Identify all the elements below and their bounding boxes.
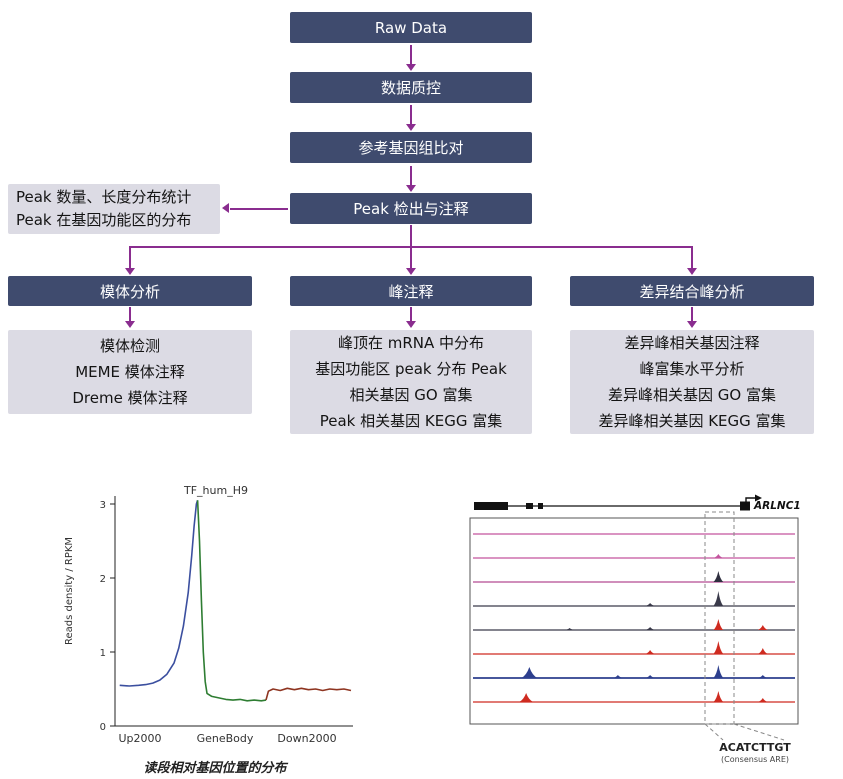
flow-arrow xyxy=(230,208,288,210)
coverage-peak xyxy=(612,675,623,678)
flow-arrowhead xyxy=(125,321,135,328)
branch-header-motif: 模体分析 xyxy=(8,276,252,306)
list-item: 峰富集水平分析 xyxy=(639,360,745,378)
flow-arrow xyxy=(410,45,412,64)
gene-exon xyxy=(538,503,543,509)
gene-exon xyxy=(474,502,508,510)
list-item: 模体检测 xyxy=(99,337,160,355)
flow-arrowhead xyxy=(406,64,416,71)
y-tick: 3 xyxy=(100,500,106,511)
flow-arrow xyxy=(410,307,412,322)
list-item: 差异峰相关基因 GO 富集 xyxy=(608,386,776,404)
x-region-label: Down2000 xyxy=(277,732,336,745)
branch-header-diff-binding: 差异结合峰分析 xyxy=(570,276,814,306)
flow-arrow xyxy=(129,307,131,322)
list-item: Dreme 模体注释 xyxy=(72,389,188,407)
coverage-peak xyxy=(757,675,768,678)
coverage-peak xyxy=(564,628,575,630)
list-item: Peak 相关基因 KEGG 富集 xyxy=(319,412,503,430)
y-tick: 0 xyxy=(100,722,106,733)
flow-arrowhead xyxy=(125,268,135,275)
chart-title: TF_hum_H9 xyxy=(183,484,248,497)
flow-step-peak-calling: Peak 检出与注释 xyxy=(290,193,532,224)
coverage-peak xyxy=(713,691,724,702)
flow-step-alignment: 参考基因组比对 xyxy=(290,132,532,163)
coverage-peak xyxy=(757,698,768,702)
y-tick: 1 xyxy=(100,648,106,659)
list-item: 相关基因 GO 富集 xyxy=(349,386,473,404)
coverage-peak xyxy=(713,591,724,606)
highlight-leader-line xyxy=(704,723,724,741)
series-Down2000 xyxy=(265,687,352,701)
coverage-peak xyxy=(713,554,724,558)
flow-arrowhead xyxy=(406,321,416,328)
coverage-peak xyxy=(519,693,534,702)
y-tick: 2 xyxy=(100,574,106,585)
flow-arrowhead xyxy=(406,268,416,275)
coverage-peak xyxy=(713,619,724,630)
motif-sequence-label: ACATCTTGT xyxy=(719,741,791,754)
note-line: Peak 数量、长度分布统计 xyxy=(16,188,192,206)
peak-annotation-list: 峰顶在 mRNA 中分布 基因功能区 peak 分布 Peak 相关基因 GO … xyxy=(290,330,532,434)
coverage-peak xyxy=(713,641,724,654)
browser-frame xyxy=(469,517,799,725)
list-item: 差异峰相关基因注释 xyxy=(624,334,760,352)
gene-exon xyxy=(740,501,750,511)
coverage-peak xyxy=(645,603,656,606)
coverage-peak xyxy=(645,650,656,654)
list-item: 差异峰相关基因 KEGG 富集 xyxy=(598,412,786,430)
flow-arrowhead xyxy=(222,203,229,213)
peak-stats-note: Peak 数量、长度分布统计 Peak 在基因功能区的分布 xyxy=(8,184,220,234)
genome-browser: ARLNC1 ACATCTTGT (Consensus ARE) xyxy=(469,494,801,764)
tss-arrowhead xyxy=(755,494,762,502)
flow-arrowhead xyxy=(406,185,416,192)
series-GeneBody xyxy=(196,500,267,702)
flow-arrow xyxy=(691,307,693,322)
branch-connector xyxy=(691,246,693,269)
coverage-peak xyxy=(521,667,538,678)
gene-model xyxy=(474,494,762,511)
motif-note-label: (Consensus ARE) xyxy=(721,755,789,764)
coverage-peak xyxy=(645,627,656,630)
coverage-peak xyxy=(757,648,768,654)
reads-density-chart: TF_hum_H9 Reads density / RPKM 0 1 2 3 U… xyxy=(64,484,353,745)
flow-step-raw-data: Raw Data xyxy=(290,12,532,43)
diff-binding-list: 差异峰相关基因注释 峰富集水平分析 差异峰相关基因 GO 富集 差异峰相关基因 … xyxy=(570,330,814,434)
branch-header-peak-annotation: 峰注释 xyxy=(290,276,532,306)
coverage-peak xyxy=(713,665,724,678)
note-line: Peak 在基因功能区的分布 xyxy=(16,211,192,229)
highlight-leader-line xyxy=(733,723,785,741)
list-item: 基因功能区 peak 分布 Peak xyxy=(315,360,507,378)
branch-connector xyxy=(129,246,131,269)
flow-arrow xyxy=(410,166,412,185)
tss-arrow xyxy=(745,497,756,506)
branch-connector xyxy=(410,225,412,247)
highlight-dashed-box xyxy=(704,511,735,725)
flow-arrowhead xyxy=(687,268,697,275)
series-Up2000 xyxy=(119,500,199,687)
profile-curve xyxy=(119,500,352,702)
coverage-peak xyxy=(645,675,656,678)
list-item: MEME 模体注释 xyxy=(75,363,185,381)
y-axis-label: Reads density / RPKM xyxy=(64,537,75,645)
coverage-peak xyxy=(757,625,768,630)
x-region-label: GeneBody xyxy=(197,732,254,745)
coverage-peak xyxy=(713,571,724,582)
x-region-label: Up2000 xyxy=(118,732,161,745)
flow-arrow xyxy=(410,105,412,124)
motif-analysis-list: 模体检测 MEME 模体注释 Dreme 模体注释 xyxy=(8,330,252,414)
coverage-tracks xyxy=(473,533,795,703)
list-item: 峰顶在 mRNA 中分布 xyxy=(337,334,485,352)
gene-name-label: ARLNC1 xyxy=(753,500,801,512)
branch-connector xyxy=(410,246,412,269)
flow-arrowhead xyxy=(687,321,697,328)
gene-exon xyxy=(526,503,533,509)
chart-caption: 读段相对基因位置的分布 xyxy=(143,761,287,776)
flow-arrowhead xyxy=(406,124,416,131)
flow-step-qc: 数据质控 xyxy=(290,72,532,103)
